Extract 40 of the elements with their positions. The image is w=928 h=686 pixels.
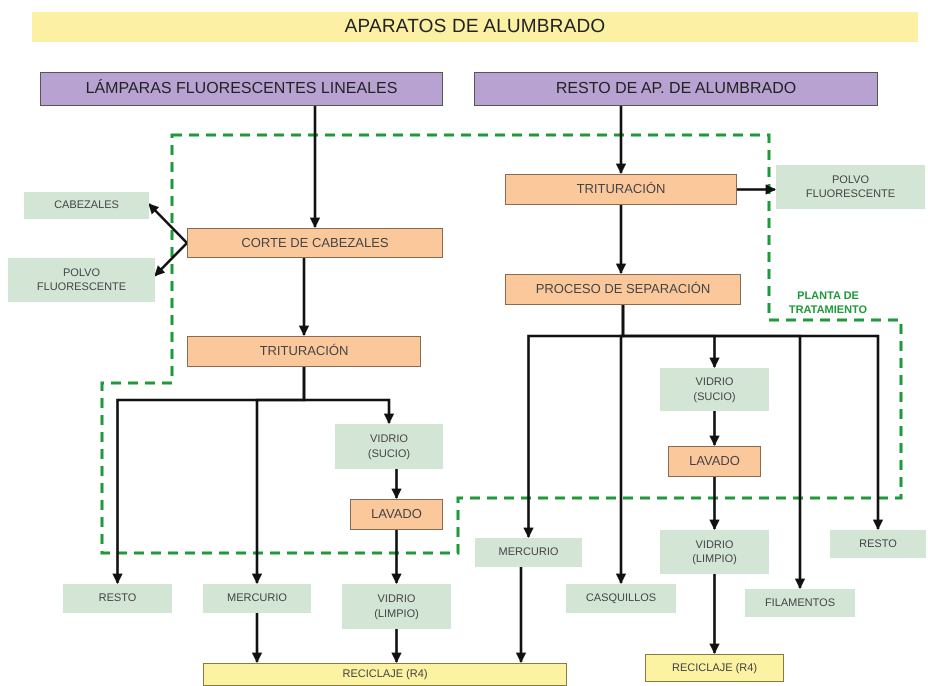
arrow bbox=[616, 106, 626, 174]
arrow bbox=[391, 629, 402, 664]
arrow bbox=[709, 477, 720, 530]
arrow bbox=[391, 469, 402, 500]
source-box: LÁMPARAS FLUORESCENTES LINEALES bbox=[40, 72, 443, 106]
arrow bbox=[148, 203, 188, 244]
arrow bbox=[310, 106, 320, 228]
process-box: CORTE DE CABEZALES bbox=[187, 228, 443, 258]
output-box: VIDRIO (LIMPIO) bbox=[660, 530, 769, 574]
output-box: RESTO bbox=[63, 584, 172, 613]
arrow bbox=[154, 242, 188, 277]
process-box: TRITURACIÓN bbox=[505, 174, 737, 205]
recycling-box: RECICLAJE (R4) bbox=[645, 654, 784, 682]
output-box: MERCURIO bbox=[203, 584, 311, 613]
arrow bbox=[709, 411, 720, 446]
output-box: VIDRIO (LIMPIO) bbox=[342, 584, 451, 629]
process-box: TRITURACIÓN bbox=[187, 336, 421, 367]
arrow bbox=[516, 567, 526, 664]
output-box: CABEZALES bbox=[24, 192, 149, 219]
output-box: RESTO bbox=[830, 530, 926, 558]
output-box: VIDRIO (SUCIO) bbox=[660, 368, 769, 411]
process-box: LAVADO bbox=[668, 446, 761, 477]
arrow bbox=[616, 205, 626, 274]
output-box: CASQUILLOS bbox=[566, 584, 676, 613]
arrow bbox=[298, 258, 310, 336]
arrow bbox=[252, 613, 262, 664]
output-box: MERCURIO bbox=[475, 538, 582, 567]
arrow bbox=[737, 184, 776, 195]
arrow bbox=[391, 530, 402, 584]
output-box: VIDRIO (SUCIO) bbox=[335, 424, 443, 469]
output-box: FILAMENTOS bbox=[745, 589, 855, 617]
process-box: PROCESO DE SEPARACIÓN bbox=[505, 274, 741, 305]
source-box: RESTO DE AP. DE ALUMBRADO bbox=[474, 72, 878, 106]
output-box: POLVO FLUORESCENTE bbox=[776, 165, 925, 209]
output-box: POLVO FLUORESCENTE bbox=[8, 258, 155, 302]
title-banner: APARATOS DE ALUMBRADO bbox=[32, 12, 918, 42]
process-box: LAVADO bbox=[350, 499, 443, 530]
arrow bbox=[302, 367, 394, 424]
arrow bbox=[709, 574, 720, 654]
recycling-box: RECICLAJE (R4) bbox=[203, 663, 567, 686]
